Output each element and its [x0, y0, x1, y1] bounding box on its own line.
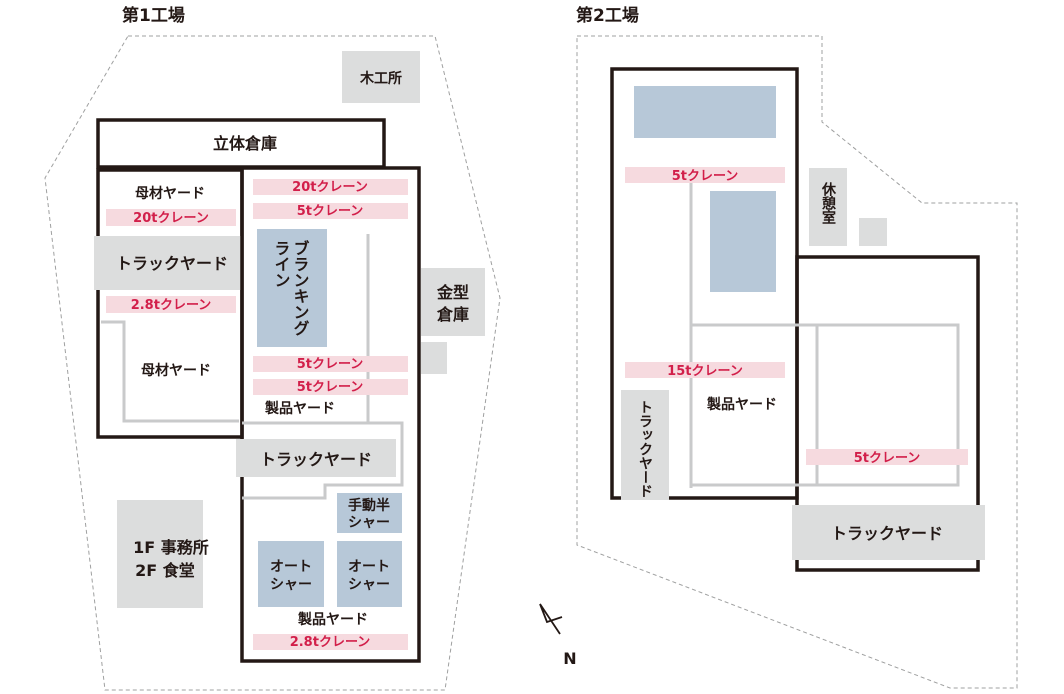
plant1-right-building [240, 166, 421, 663]
plant2-crane-15t [625, 362, 785, 378]
left-inner-line [101, 320, 239, 423]
plant2-machine-top [634, 86, 776, 138]
truck-yard-left-label: トラックヤード [116, 254, 228, 273]
crane-28t-left [106, 296, 236, 313]
plant2-small-annex [859, 218, 887, 246]
crane-5t-1-label: 5tクレーン [297, 204, 364, 219]
wood-shop [342, 51, 420, 103]
crane-28t-bottom [253, 634, 408, 650]
base-yard-bottom-label: 母材ヤード [141, 362, 211, 379]
plant2-truck-yard-vertical [621, 390, 669, 500]
auto-shear-a-label-line2: シャー [270, 577, 312, 593]
crane-5t-3 [253, 379, 408, 395]
plant2-crane-5t-right-label: 5tクレーン [854, 451, 921, 466]
crane-28t-left-label: 2.8tクレーン [131, 298, 212, 313]
north-arrow-icon [539, 603, 563, 635]
office-building [117, 500, 203, 608]
crane-20t-left-label: 20tクレーン [133, 211, 209, 226]
auto-shear-a [258, 541, 324, 607]
office-label-line1: 1F 事務所 [133, 538, 209, 557]
truck-yard-left [94, 236, 242, 290]
base-yard-top-label: 母材ヤード [135, 185, 205, 202]
manual-shear [337, 493, 402, 533]
plant2-site-boundary [576, 35, 1018, 689]
plant2-crane-15t-label: 15tクレーン [667, 364, 743, 379]
plant2-product-yard-label: 製品ヤード [706, 396, 777, 413]
office-label-line2: 2F 食堂 [135, 561, 195, 580]
plant2-crane-5t-right [806, 449, 968, 465]
crane-5t-2 [253, 356, 408, 372]
auto-warehouse-label: 立体倉庫 [213, 134, 277, 153]
plant2-crane-5t-top [625, 167, 785, 183]
mold-storage [421, 268, 485, 336]
auto-shear-b-label-line2: シャー [348, 577, 390, 593]
plant2-truck-yard-vertical-label: トラックヤード [637, 400, 653, 498]
plant2-title: 第2工場 [576, 5, 639, 26]
north-label: N [563, 649, 576, 668]
mold-storage-label-line1: 金型 [436, 283, 469, 302]
blanking-line-machine [257, 229, 327, 347]
auto-shear-a-label-line1: オート [270, 559, 312, 575]
small-annex [421, 342, 447, 374]
crane-20t-left [106, 209, 236, 226]
plant2-truck-yard-bottom-label: トラックヤード [831, 524, 943, 543]
manual-shear-label-line1: 手動半 [348, 497, 390, 514]
crane-5t-1 [253, 203, 408, 219]
crane-28t-bottom-label: 2.8tクレーン [290, 635, 371, 650]
plant2-truck-yard-bottom [792, 505, 985, 560]
truck-yard-center [236, 439, 396, 477]
plant2-annex-building [795, 255, 980, 572]
plant2-crane-5t-top-label: 5tクレーン [672, 169, 739, 184]
plant1-title: 第1工場 [122, 5, 185, 26]
truck-yard-center-label: トラックヤード [260, 450, 372, 469]
crane-20t-right [253, 179, 408, 195]
wood-shop-label: 木工所 [359, 70, 402, 87]
product-yard-bottom-label: 製品ヤード [297, 611, 368, 628]
blanking-line-label-col1: ブランキング [291, 239, 310, 336]
plant2-inner-outline [689, 323, 960, 487]
plant2-machine-middle [710, 191, 776, 292]
blanking-line-label-col2: ライン [272, 240, 291, 288]
break-room [809, 168, 847, 246]
crane-5t-2-label: 5tクレーン [297, 357, 364, 372]
auto-shear-b-label-line1: オート [348, 559, 390, 575]
product-yard-top-label: 製品ヤード [264, 400, 335, 417]
manual-shear-label-line2: シャー [348, 515, 390, 531]
truck-yard-center-outline [242, 421, 404, 500]
auto-shear-b [337, 541, 402, 607]
crane-20t-right-label: 20tクレーン [292, 180, 368, 195]
plant1-site-boundary [44, 35, 501, 691]
crane-5t-3-label: 5tクレーン [297, 380, 364, 395]
break-room-label: 休憩室 [820, 181, 837, 224]
mold-storage-label-line2: 倉庫 [436, 305, 469, 324]
